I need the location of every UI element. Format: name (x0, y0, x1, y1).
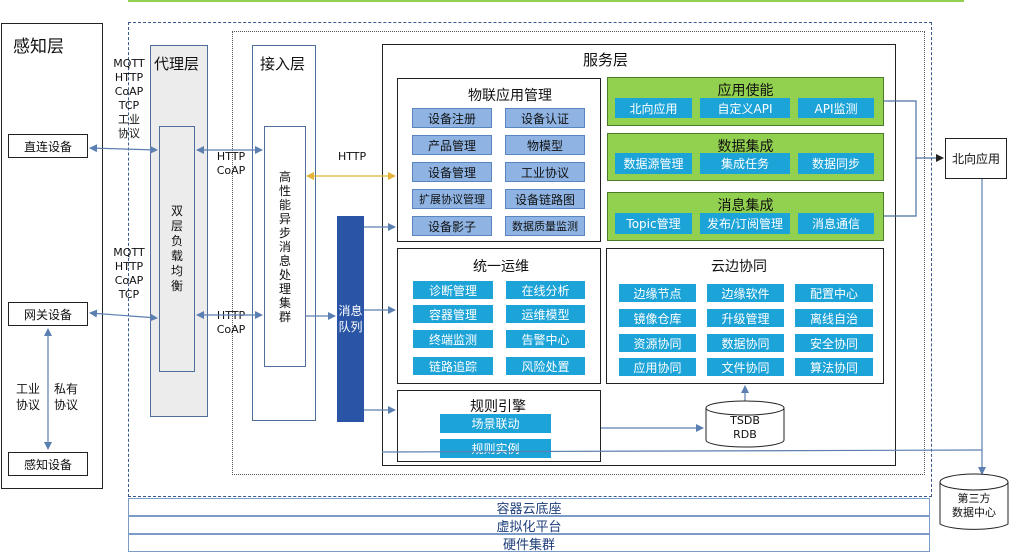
app-item-custom-api[interactable]: 自定义API (700, 98, 790, 118)
iot-item-device-auth[interactable]: 设备认证 (505, 108, 585, 128)
db-cylinder (705, 400, 785, 448)
edge-title: 云边协同 (711, 259, 767, 275)
direct-device[interactable]: 直连设备 (8, 134, 88, 158)
sensor-device-label: 感知设备 (23, 457, 72, 472)
north-app-box[interactable]: 北向应用 (945, 138, 1007, 179)
ops-item-online-analysis[interactable]: 在线分析 (506, 281, 585, 299)
app-item-north-app[interactable]: 北向应用 (615, 98, 692, 118)
edge-item-6[interactable]: 资源协同 (619, 334, 696, 352)
gateway-device-label: 网关设备 (23, 307, 72, 322)
edge-item-3[interactable]: 镜像仓库 (619, 309, 696, 327)
edge-item-9[interactable]: 应用协同 (619, 358, 696, 376)
edge-item-11[interactable]: 算法协同 (795, 358, 873, 376)
top-accent-line (128, 0, 964, 2)
ops-item-alarm-center[interactable]: 告警中心 (506, 330, 585, 348)
edge-item-10[interactable]: 文件协同 (707, 358, 784, 376)
data-integration-title: 数据集成 (717, 139, 774, 155)
queue-label-2: 队列 (338, 320, 363, 334)
app-item-api-monitor[interactable]: API监测 (798, 98, 874, 118)
data-item-source[interactable]: 数据源管理 (615, 153, 692, 174)
rules-item-scene[interactable]: 场景联动 (440, 414, 551, 433)
north-app-label: 北向应用 (951, 152, 1000, 166)
iot-title: 物联应用管理 (468, 88, 552, 104)
core-frame (232, 31, 925, 475)
iot-item-device-register[interactable]: 设备注册 (412, 108, 492, 128)
edge-item-0[interactable]: 边缘节点 (619, 284, 696, 302)
third-party-datacenter[interactable]: 第三方数据中心 (952, 492, 996, 519)
ops-item-ops-model[interactable]: 运维模型 (506, 305, 585, 323)
perception-layer: 感知层 (1, 23, 103, 489)
rules-title: 规则引擎 (470, 399, 526, 415)
perception-title: 感知层 (13, 37, 64, 57)
msg-item-communication[interactable]: 消息通信 (798, 213, 874, 234)
direct-device-label: 直连设备 (23, 139, 72, 154)
gateway-device[interactable]: 网关设备 (8, 302, 88, 326)
edge-item-1[interactable]: 边缘软件 (707, 284, 784, 302)
iot-item-industrial-protocol[interactable]: 工业协议 (505, 162, 585, 182)
dual-load-balancer[interactable]: 双层负 载均衡 (159, 126, 195, 372)
sensor-device[interactable]: 感知设备 (8, 452, 88, 476)
rules-item-instance[interactable]: 规则实例 (440, 439, 551, 458)
message-queue[interactable]: 消息 队列 (337, 216, 364, 422)
iot-item-device-shadow[interactable]: 设备影子 (412, 216, 492, 236)
platform-frame (128, 22, 932, 497)
iot-item-product-management[interactable]: 产品管理 (412, 135, 492, 155)
iot-item-thing-model[interactable]: 物模型 (505, 135, 585, 155)
ops-item-terminal-monitor[interactable]: 终端监测 (413, 330, 493, 348)
industrial-protocol-label: 工业协议 (15, 382, 40, 412)
iot-item-ext-protocol[interactable]: 扩展协议管理 (412, 189, 492, 209)
queue-label-1: 消息 (338, 304, 363, 318)
container-cloud-base: 容器云底座 (128, 498, 930, 517)
data-item-task[interactable]: 集成任务 (700, 153, 790, 174)
http-label: HTTP (338, 150, 367, 163)
ops-item-risk[interactable]: 风险处置 (506, 357, 585, 375)
ops-item-container[interactable]: 容器管理 (413, 305, 493, 323)
edge-item-7[interactable]: 数据协同 (707, 334, 784, 352)
app-enablement-title: 应用使能 (717, 83, 774, 99)
msg-item-pubsub[interactable]: 发布/订阅管理 (700, 213, 790, 234)
ops-item-trace[interactable]: 链路追踪 (413, 357, 493, 375)
edge-item-8[interactable]: 安全协同 (795, 334, 873, 352)
iot-item-data-quality[interactable]: 数据质量监测 (505, 216, 585, 236)
iot-item-device-management[interactable]: 设备管理 (412, 162, 492, 182)
iot-app-management: 物联应用管理 (397, 78, 601, 242)
balancer-text: 双层负 载均衡 (170, 204, 183, 293)
third-party-cylinder (939, 473, 1009, 530)
cluster-text: 高性能 异步消 息处理 集群 (278, 169, 291, 324)
ops-item-diagnosis[interactable]: 诊断管理 (413, 281, 493, 299)
edge-item-5[interactable]: 离线自治 (795, 309, 873, 327)
edge-item-4[interactable]: 升级管理 (707, 309, 784, 327)
hardware-cluster: 硬件集群 (128, 534, 930, 553)
message-integration-title: 消息集成 (717, 198, 774, 214)
ops-title: 统一运维 (473, 259, 529, 275)
private-protocol-label: 私有协议 (53, 382, 78, 412)
data-item-sync[interactable]: 数据同步 (798, 153, 874, 174)
proxy-title: 代理层 (154, 55, 200, 73)
iot-item-link-graph[interactable]: 设备链路图 (505, 189, 585, 209)
access-title: 接入层 (260, 55, 306, 73)
service-title: 服务层 (583, 51, 629, 69)
edge-item-2[interactable]: 配置中心 (795, 284, 873, 302)
msg-item-topic[interactable]: Topic管理 (615, 213, 692, 234)
async-message-cluster[interactable]: 高性能 异步消 息处理 集群 (264, 126, 306, 367)
virtualization-platform: 虚拟化平台 (128, 516, 930, 535)
